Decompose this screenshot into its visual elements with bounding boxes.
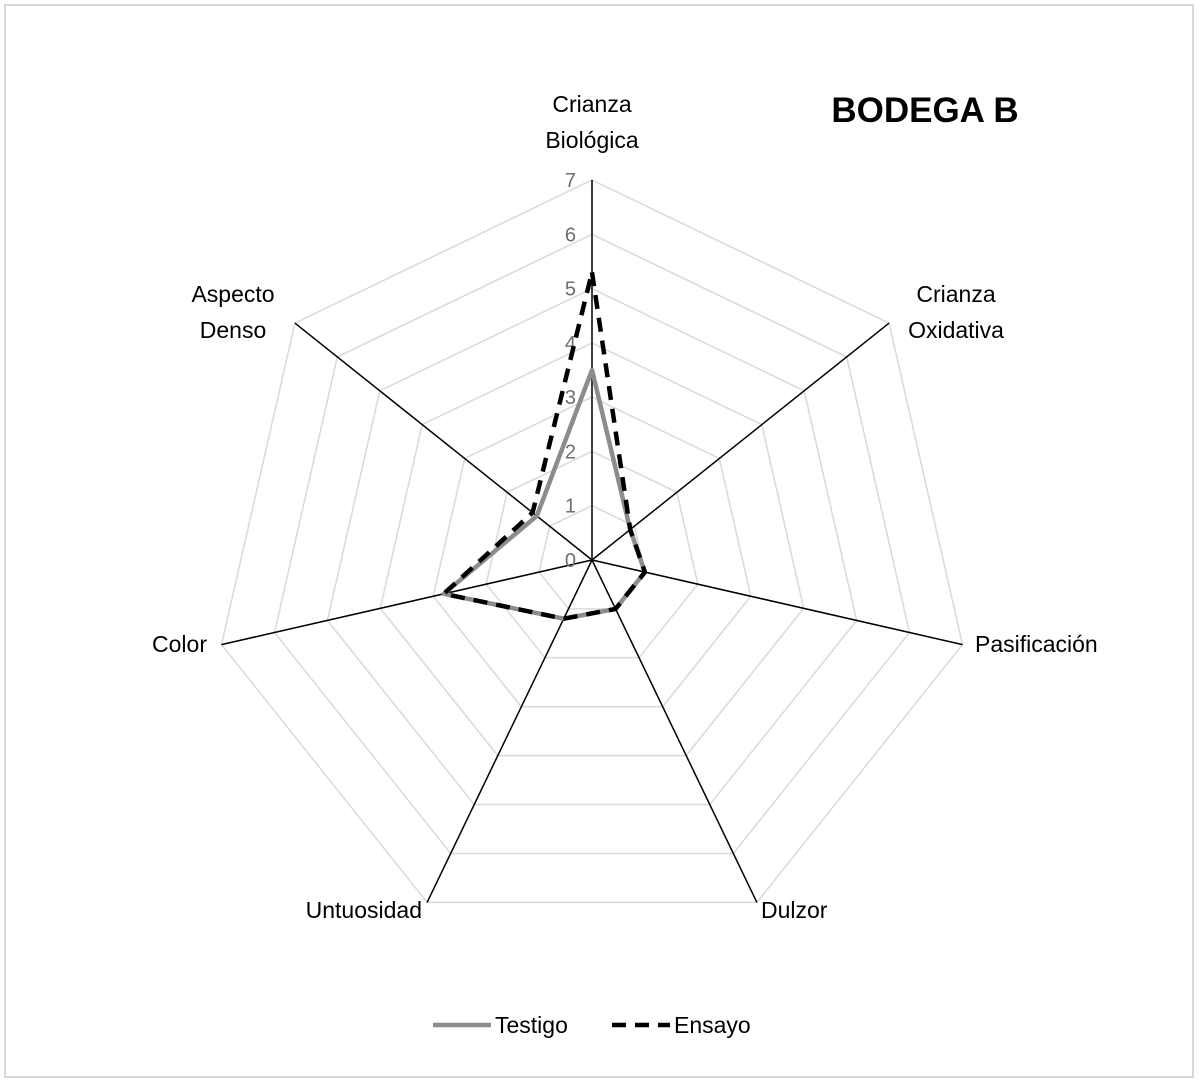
axis-spoke <box>591 559 963 646</box>
tick-label: 6 <box>565 224 576 246</box>
category-label-line: Biológica <box>545 127 639 153</box>
category-label-line: Aspecto <box>191 281 274 307</box>
tick-label: 1 <box>565 496 576 518</box>
axis-spoke <box>591 322 890 561</box>
grid-layer <box>220 179 964 904</box>
category-label-line: Oxidativa <box>908 317 1004 343</box>
category-label-line: Denso <box>200 317 266 343</box>
grid-ring-4 <box>379 342 805 757</box>
series-line-ensayo <box>441 270 648 621</box>
category-label-line: Pasificación <box>975 631 1098 657</box>
grid-ring-2 <box>485 450 699 659</box>
category-label: Pasificación <box>975 631 1098 657</box>
tick-label: 4 <box>565 333 576 355</box>
category-label-line: Crianza <box>916 281 995 307</box>
legend: Testigo Ensayo <box>433 1012 751 1038</box>
grid-ring-6 <box>273 233 911 855</box>
grid-ring-7 <box>220 179 964 904</box>
category-label-line: Untuosidad <box>306 897 422 923</box>
tick-label: 7 <box>565 170 576 192</box>
axis-spoke <box>221 559 593 646</box>
tick-label: 3 <box>565 387 576 409</box>
chart-title: BODEGA B <box>831 91 1018 130</box>
grid-ring-1 <box>538 504 646 610</box>
category-label: Untuosidad <box>306 897 422 923</box>
series-layer <box>441 270 648 621</box>
category-label: Dulzor <box>761 897 828 923</box>
tick-label: 5 <box>565 279 576 301</box>
grid-ring-3 <box>432 396 752 708</box>
axis-spoke <box>426 559 593 903</box>
grid-ring-5 <box>326 287 858 806</box>
tick-layer: 0 1 2 3 4 5 6 7 <box>565 170 576 572</box>
category-label-line: Crianza <box>552 91 631 117</box>
axis-spoke <box>294 322 593 561</box>
category-label: Color <box>152 631 207 657</box>
category-label-line: Dulzor <box>761 897 828 923</box>
tick-label: 2 <box>565 441 576 463</box>
category-label-line: Color <box>152 631 207 657</box>
axis-spoke <box>591 559 758 903</box>
legend-label-testigo: Testigo <box>495 1012 568 1038</box>
tick-label: 0 <box>565 550 576 572</box>
spoke-layer <box>221 180 963 903</box>
legend-label-ensayo: Ensayo <box>674 1012 751 1038</box>
